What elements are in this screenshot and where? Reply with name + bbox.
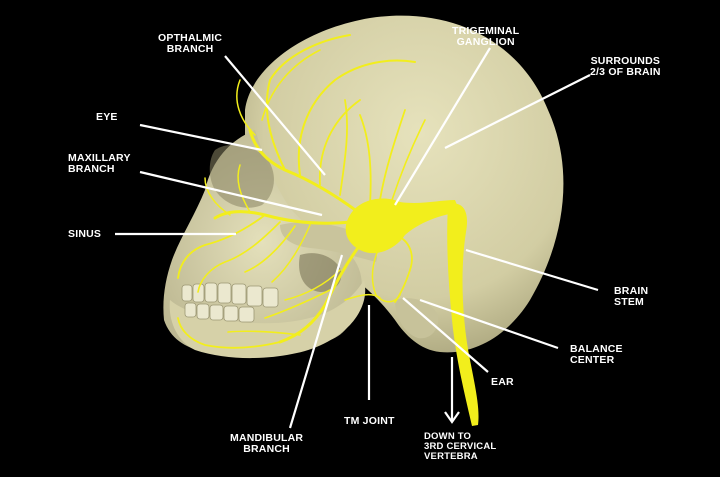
nerve-strand: [204, 177, 231, 216]
cranium: [245, 15, 564, 353]
nerve-strand: [359, 114, 372, 206]
leader-brain-stem: [465, 248, 599, 292]
nerve-strand: [371, 249, 401, 303]
leader-balance: [419, 298, 559, 350]
nerve-strand: [339, 99, 348, 196]
nerve-strand: [391, 119, 426, 201]
nerve-strand: [394, 234, 413, 303]
tooth: [192, 283, 205, 303]
label-ear: EAR: [491, 376, 514, 388]
tooth: [231, 283, 247, 305]
nerve-strand: [318, 99, 361, 186]
tooth: [217, 282, 232, 304]
trigeminal-ganglion-nerve: [345, 198, 460, 254]
nerve-strand: [227, 330, 301, 336]
mandibular-branch: [278, 243, 362, 344]
nerve-strand: [264, 289, 331, 319]
nerve-strand: [244, 225, 296, 273]
nerve-strand: [237, 164, 251, 213]
tooth: [238, 306, 255, 323]
leader-surrounds: [444, 74, 591, 149]
arrow-head-icon: [444, 411, 460, 424]
nerve-strand: [261, 49, 321, 121]
temporal-fossa: [299, 253, 342, 292]
tooth: [181, 284, 193, 302]
nerve-strand: [177, 317, 281, 349]
leader-opthalmic: [224, 55, 326, 176]
label-eye: EYE: [96, 111, 118, 123]
nerve-strand: [271, 224, 311, 283]
label-sinus: SINUS: [68, 228, 102, 240]
teeth: [181, 282, 279, 323]
skull: [163, 15, 564, 359]
tooth: [196, 303, 210, 320]
tooth: [184, 302, 197, 318]
leader-mandibular: [288, 254, 344, 429]
leader-trigeminal: [394, 47, 491, 206]
label-tm-joint: TM JOINT: [344, 415, 395, 427]
nerve-strand: [197, 221, 281, 293]
mastoid: [395, 298, 439, 339]
nerve-strand: [265, 34, 351, 171]
leader-maxillary: [139, 170, 323, 217]
nerve-strand: [236, 79, 256, 136]
tooth: [246, 285, 263, 307]
tooth: [262, 287, 279, 308]
nerve-strand: [177, 214, 266, 279]
tooth: [204, 282, 218, 303]
tooth: [223, 305, 239, 322]
leader-ear: [402, 297, 489, 373]
nerve-strand: [379, 109, 406, 201]
nerve-strand: [344, 293, 381, 301]
leader-eye: [139, 123, 263, 152]
leader-lines: [115, 47, 599, 429]
tooth: [209, 304, 224, 321]
